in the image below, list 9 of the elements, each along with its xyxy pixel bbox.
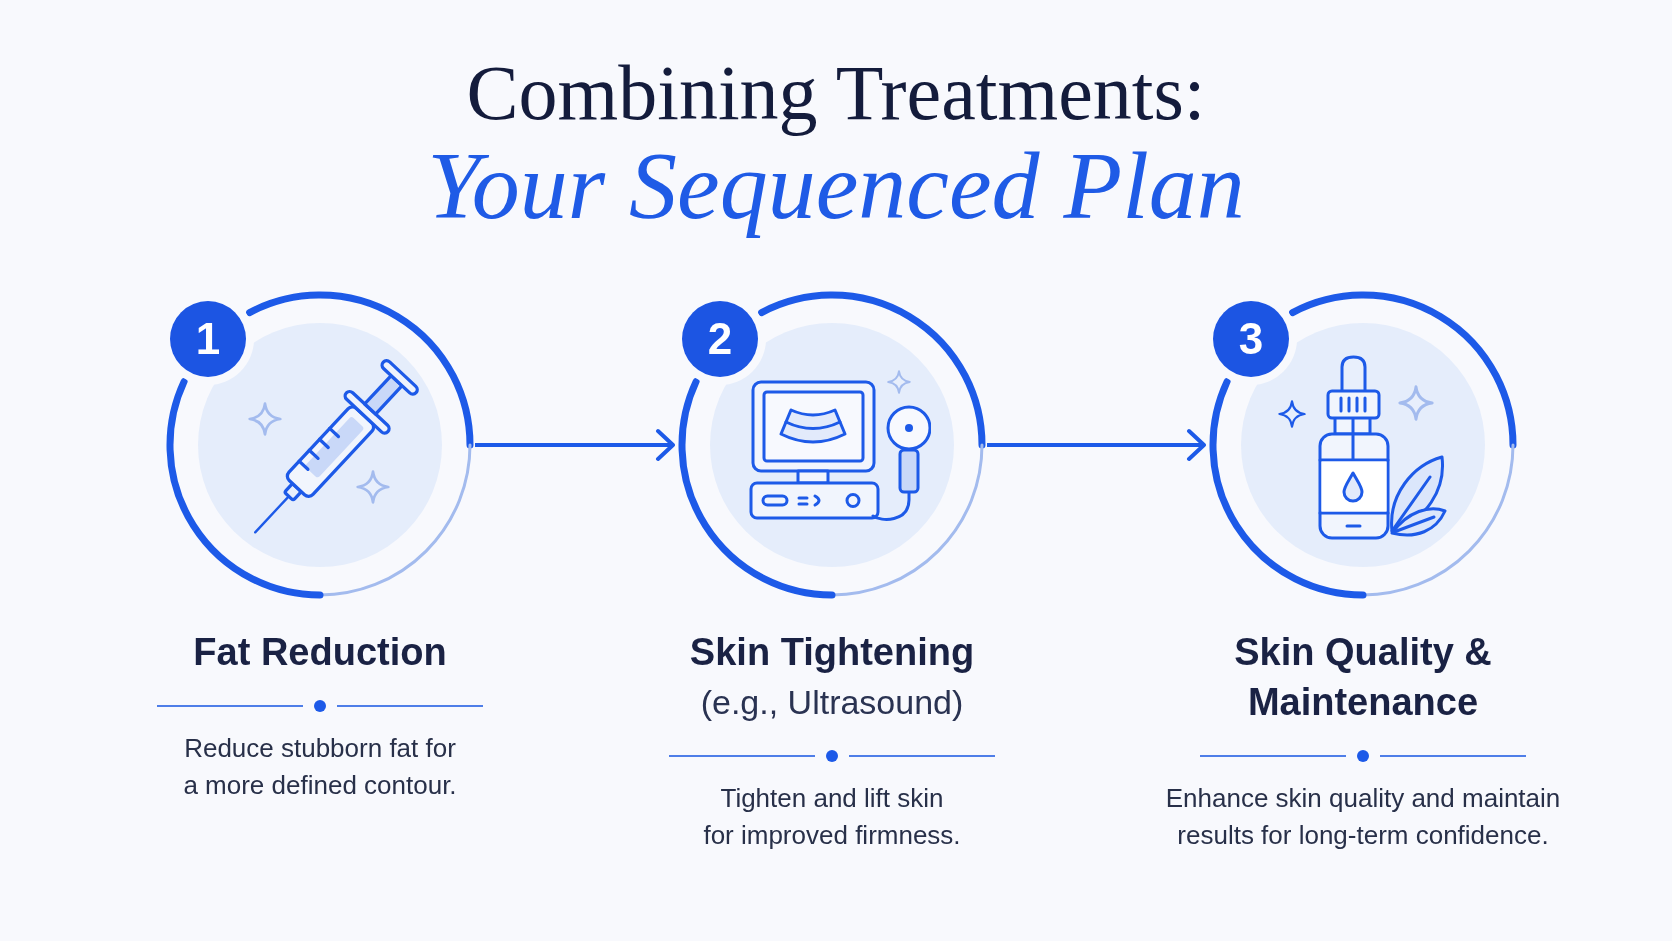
- step-description: Tighten and lift skin for improved firmness.: [702, 782, 962, 852]
- step-heading: Skin Tightening: [689, 630, 975, 675]
- arrow: [475, 429, 675, 461]
- step-description: Reduce stubborn fat for a more defined contour.: [182, 732, 458, 802]
- step-heading: Skin Quality & Maintenance: [1233, 630, 1493, 725]
- step-subtitle: (e.g., Ultrasound): [700, 682, 964, 723]
- step-heading: Fat Reduction: [193, 630, 447, 675]
- step-description: Enhance skin quality and maintain results for long-term confidence.: [1164, 782, 1562, 852]
- arrow: [987, 429, 1206, 461]
